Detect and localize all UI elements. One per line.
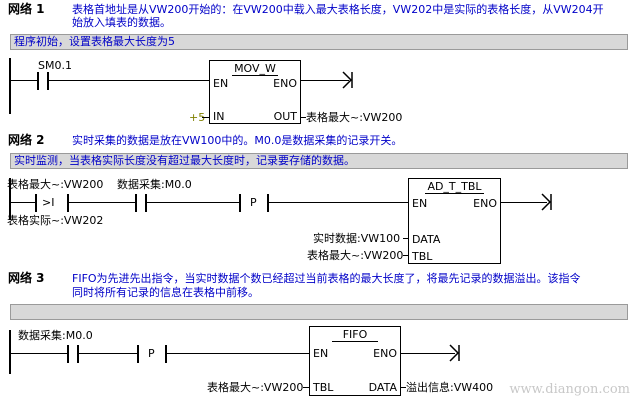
ad-t-tbl-block-title: AD_T_TBL [427,180,482,193]
compare-greater-than-contact[interactable]: >I [35,194,69,212]
mov-w-block-title: MOV_W [234,62,276,75]
fifo-pin-eno: ENO [373,347,397,360]
network-1-output-wire [301,80,349,81]
ad-t-tbl-block[interactable]: AD_T_TBL EN ENO DATA TBL [408,178,501,264]
network-3-wire [11,353,67,354]
network-2-title: 网络 2 [8,133,45,147]
network-1-contact-label: SM0.1 [38,59,72,72]
ad-t-tbl-pin-data: DATA [412,233,441,246]
fifo-tbl-value[interactable]: 表格最大~:VW200 [207,381,304,394]
ad-t-tbl-pin-eno: ENO [473,197,497,210]
mov-w-block[interactable]: MOV_W EN ENO IN OUT [209,60,301,124]
network-1-wire [11,80,37,81]
network-2-comment[interactable]: 实时监测，当表格实际长度没有超过最大长度时，记录要存储的数据。 [10,153,628,169]
mov-w-title-underline [232,75,278,76]
network-1-description-line-2: 始放入填表的数据。 [72,16,171,29]
network-2-wire [269,202,408,203]
fifo-pin-en: EN [313,347,329,360]
ad-t-tbl-tbl-value[interactable]: 表格最大~:VW200 [307,249,404,262]
mov-w-pin-en: EN [213,77,229,90]
ad-t-tbl-data-wire [403,238,408,239]
network-3-positive-transition[interactable]: P [137,345,167,363]
network-2-end-arrow-icon [541,193,552,211]
network-3-output-wire [401,353,455,354]
network-3-contact-m0-0[interactable] [67,345,79,363]
compare-operator: >I [42,196,55,209]
network-2-positive-transition[interactable]: P [239,194,269,212]
network-3-description-line-2: 同时将所有记录的信息在表格中前移。 [72,286,259,299]
network-1-comment[interactable]: 程序初始，设置表格最大长度为5 [10,34,628,50]
fifo-block-title: FIFO [342,328,368,341]
network-2-wire [11,202,35,203]
network-3-power-rail [9,330,11,374]
compare-top-operand[interactable]: 表格最大~:VW200 [7,178,104,191]
mov-w-pin-out: OUT [273,110,297,123]
fifo-block[interactable]: FIFO EN ENO TBL DATA [309,326,401,396]
network-3-contact-label: 数据采集:M0.0 [18,329,93,342]
fifo-pin-tbl: TBL [313,381,334,394]
network-2-contact-m0-0[interactable] [135,194,147,212]
network-2-power-rail [9,178,11,220]
network-3-wire [79,353,137,354]
network-1-end-arrow-icon [342,71,353,89]
fifo-data-wire [401,387,406,388]
mov-w-in-wire [202,117,209,118]
network-3-wire [167,353,309,354]
fifo-tbl-wire [303,387,309,388]
positive-transition-label: P [148,347,155,360]
mov-w-pin-in: IN [213,110,225,123]
compare-bottom-operand[interactable]: 表格实际~:VW202 [7,214,104,227]
network-2-wire [147,202,239,203]
mov-w-pin-eno: ENO [273,77,297,90]
network-2-description: 实时采集的数据是放在VW100中的。M0.0是数据采集的记录开关。 [72,134,403,147]
ad-t-tbl-data-value[interactable]: 实时数据:VW100 [313,232,401,245]
network-1-contact-sm0-1[interactable] [37,72,49,90]
network-2-output-wire [501,202,547,203]
mov-w-out-wire [301,117,306,118]
network-3-description-line-1: FIFO为先进先出指令，当实时数据个数已经超过当前表格的最大长度了，将最先记录的… [72,272,581,285]
fifo-data-value[interactable]: 溢出信息:VW400 [406,381,494,394]
network-1-wire [49,80,209,81]
fifo-title-underline [332,341,378,342]
network-3-comment[interactable] [10,304,628,320]
network-2-contact-label: 数据采集:M0.0 [117,178,192,191]
mov-w-out-value[interactable]: 表格最大~:VW200 [306,111,403,124]
network-2-wire [69,202,135,203]
ad-t-tbl-pin-en: EN [412,197,428,210]
network-3-end-arrow-icon [449,344,460,362]
positive-transition-label: P [250,196,257,209]
network-1-title: 网络 1 [8,2,45,16]
network-1-power-rail [9,58,11,114]
ad-t-tbl-tbl-wire [403,255,408,256]
fifo-pin-data: DATA [368,381,397,394]
watermark: www.diangon.com [509,382,630,397]
network-1-description-line-1: 表格首地址是从VW200开始的：在VW200中载入最大表格长度，VW202中是实… [72,3,604,16]
ad-t-tbl-title-underline [425,193,484,194]
network-3-title: 网络 3 [8,271,45,285]
ad-t-tbl-pin-tbl: TBL [412,250,433,263]
mov-w-in-value[interactable]: +5 [189,111,206,124]
